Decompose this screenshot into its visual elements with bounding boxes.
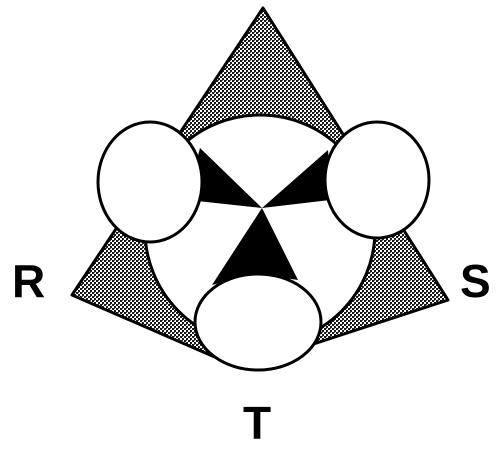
vertex-label-r: R — [12, 258, 45, 304]
ellipse-bottom — [195, 274, 321, 370]
ellipse-right — [325, 122, 429, 238]
ellipse-left — [98, 122, 202, 242]
vertex-label-s: S — [460, 258, 491, 304]
vertex-label-t: T — [243, 400, 271, 446]
